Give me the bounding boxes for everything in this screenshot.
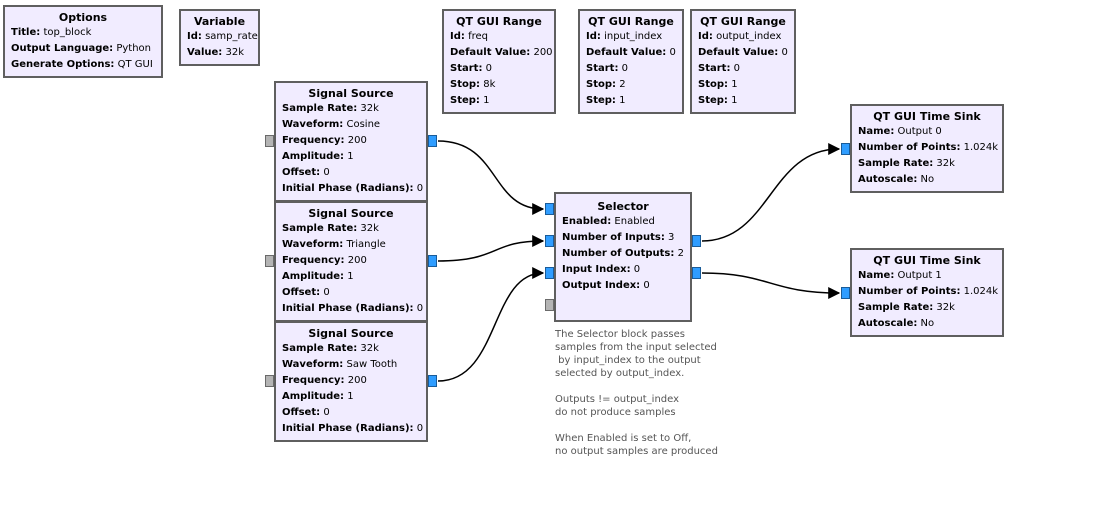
block-title: QT GUI Time Sink	[873, 254, 981, 267]
param-row: Amplitude: 1	[282, 271, 354, 282]
param-row: Step: 1	[698, 95, 738, 106]
param-row: Number of Inputs: 3	[562, 232, 675, 243]
param-row: Input Index: 0	[562, 264, 641, 275]
param-row: Initial Phase (Radians): 0	[282, 183, 424, 194]
qt-gui-time-sink-0-block[interactable]: QT GUI Time Sink Name: Output 0 Number o…	[850, 104, 1004, 193]
options-block[interactable]: Options Title: top_block Output Language…	[3, 5, 163, 78]
param-row: Output Language: Python	[11, 43, 152, 54]
param-row: Name: Output 0	[858, 126, 942, 137]
param-row: Stop: 8k	[450, 79, 496, 90]
param-row: Default Value: 0	[586, 47, 676, 58]
param-row: Autoscale: No	[858, 318, 935, 329]
param-row: Frequency: 200	[282, 135, 367, 146]
signal-source-sawtooth-freq-msg-port[interactable]	[265, 375, 274, 387]
param-row: Enabled: Enabled	[562, 216, 655, 227]
selector-out0-port[interactable]	[692, 235, 701, 247]
signal-source-triangle-freq-msg-port[interactable]	[265, 255, 274, 267]
param-row: Autoscale: No	[858, 174, 935, 185]
param-row: Offset: 0	[282, 407, 330, 418]
variable-block[interactable]: Variable Id: samp_rate Value: 32k	[179, 9, 260, 66]
param-row: Amplitude: 1	[282, 391, 354, 402]
param-row: Id: freq	[450, 31, 488, 42]
param-row: Default Value: 0	[698, 47, 788, 58]
selector-block[interactable]: Selector Enabled: Enabled Number of Inpu…	[554, 192, 692, 322]
block-title: QT GUI Range	[700, 15, 786, 28]
selector-in0-port[interactable]	[545, 203, 554, 215]
selector-comment: The Selector block passes samples from t…	[555, 329, 718, 457]
signal-source-triangle-out-port[interactable]	[428, 255, 437, 267]
selector-msg-port[interactable]	[545, 299, 554, 311]
param-row: Sample Rate: 32k	[858, 158, 955, 169]
param-row: Title: top_block	[11, 27, 92, 38]
wire-sig2-to-selector-in1[interactable]	[437, 235, 545, 262]
param-row: Name: Output 1	[858, 270, 942, 281]
block-title: QT GUI Time Sink	[873, 110, 981, 123]
block-title: Signal Source	[308, 87, 394, 100]
param-row: Step: 1	[450, 95, 490, 106]
param-row: Waveform: Triangle	[282, 239, 386, 250]
block-title: Options	[58, 11, 108, 24]
qt-gui-time-sink-1-block[interactable]: QT GUI Time Sink Name: Output 1 Number o…	[850, 248, 1004, 337]
param-row: Sample Rate: 32k	[282, 343, 379, 354]
wire-sig3-to-selector-in2[interactable]	[437, 267, 545, 382]
param-row: Offset: 0	[282, 287, 330, 298]
signal-source-cosine-block[interactable]: Signal Source Sample Rate: 32k Waveform:…	[274, 81, 428, 202]
block-title: Signal Source	[308, 327, 394, 340]
time-sink-1-in-port[interactable]	[841, 287, 850, 299]
param-row: Step: 1	[586, 95, 626, 106]
block-title: QT GUI Range	[588, 15, 674, 28]
param-row: Stop: 2	[586, 79, 626, 90]
param-row: Generate Options: QT GUI	[11, 59, 153, 70]
qt-gui-range-output-index-block[interactable]: QT GUI Range Id: output_index Default Va…	[690, 9, 796, 114]
param-row: Id: input_index	[586, 31, 663, 42]
wire-selector-out0-to-sink0[interactable]	[701, 143, 841, 242]
wire-selector-out1-to-sink1[interactable]	[701, 272, 841, 299]
selector-in2-port[interactable]	[545, 267, 554, 279]
time-sink-0-in-port[interactable]	[841, 143, 850, 155]
param-row: Frequency: 200	[282, 255, 367, 266]
param-row: Initial Phase (Radians): 0	[282, 423, 424, 434]
param-row: Number of Points: 1.024k	[858, 286, 999, 297]
param-row: Stop: 1	[698, 79, 738, 90]
param-row: Amplitude: 1	[282, 151, 354, 162]
block-title: Selector	[597, 200, 649, 213]
qt-gui-range-freq-block[interactable]: QT GUI Range Id: freq Default Value: 200…	[442, 9, 556, 114]
signal-source-sawtooth-block[interactable]: Signal Source Sample Rate: 32k Waveform:…	[274, 321, 428, 442]
selector-in1-port[interactable]	[545, 235, 554, 247]
param-row: Sample Rate: 32k	[858, 302, 955, 313]
signal-source-triangle-block[interactable]: Signal Source Sample Rate: 32k Waveform:…	[274, 201, 428, 322]
selector-out1-port[interactable]	[692, 267, 701, 279]
signal-source-cosine-out-port[interactable]	[428, 135, 437, 147]
param-row: Offset: 0	[282, 167, 330, 178]
param-row: Id: samp_rate	[187, 31, 258, 42]
param-row: Number of Points: 1.024k	[858, 142, 999, 153]
param-row: Default Value: 200	[450, 47, 553, 58]
block-title: Variable	[193, 15, 246, 28]
block-title: QT GUI Range	[456, 15, 542, 28]
param-row: Start: 0	[586, 63, 629, 74]
param-row: Frequency: 200	[282, 375, 367, 386]
param-row: Start: 0	[450, 63, 493, 74]
param-row: Sample Rate: 32k	[282, 223, 379, 234]
param-row: Number of Outputs: 2	[562, 248, 684, 259]
param-row: Sample Rate: 32k	[282, 103, 379, 114]
signal-source-sawtooth-out-port[interactable]	[428, 375, 437, 387]
param-row: Waveform: Saw Tooth	[282, 359, 398, 370]
wire-sig1-to-selector-in0[interactable]	[437, 140, 545, 215]
qt-gui-range-input-index-block[interactable]: QT GUI Range Id: input_index Default Val…	[578, 9, 684, 114]
param-row: Output Index: 0	[562, 280, 650, 291]
block-title: Signal Source	[308, 207, 394, 220]
param-row: Initial Phase (Radians): 0	[282, 303, 424, 314]
param-row: Waveform: Cosine	[282, 119, 381, 130]
signal-source-cosine-freq-msg-port[interactable]	[265, 135, 274, 147]
param-row: Id: output_index	[698, 31, 782, 42]
param-row: Value: 32k	[187, 47, 244, 58]
param-row: Start: 0	[698, 63, 741, 74]
